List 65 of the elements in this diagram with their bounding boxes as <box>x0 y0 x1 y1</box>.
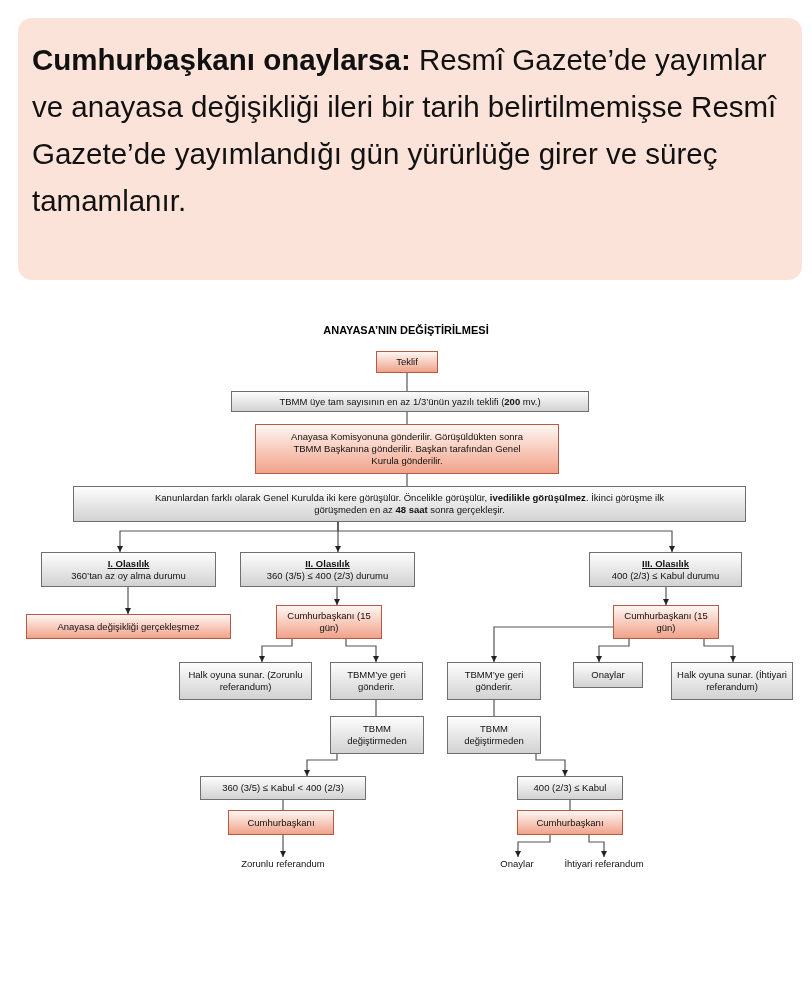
process-box <box>376 351 438 373</box>
box-text: TBMM’ye geri gönderir. <box>346 669 407 693</box>
process-box <box>671 662 793 700</box>
connector-arrow <box>280 834 286 858</box>
box-heading: II. Olasılık <box>305 557 350 570</box>
box-text: Cumhurbaşkanı <box>247 816 315 829</box>
process-box <box>447 716 541 754</box>
end-label: İhtiyari referandum <box>564 858 644 870</box>
connector-arrow <box>588 834 607 858</box>
process-box <box>330 662 423 700</box>
process-box <box>517 776 623 800</box>
connector-arrow <box>535 753 568 777</box>
connector-arrow <box>334 586 340 606</box>
diagram-title: ANAYASA’NIN DEĞİŞTİRİLMESİ <box>322 324 490 336</box>
process-box <box>240 552 415 587</box>
box-text: Cumhurbaşkanı onaylarsa: Resmî Gazete’de yayımlar ve anayasa değişikliği ileri bir tarih belirtilmemişse Resmî Gazete’de yayımlandığı gün yürürlüğe girer ve süreç tamamlanır. <box>32 42 778 219</box>
process-box <box>447 662 541 700</box>
box-heading: III. Olasılık <box>642 557 689 570</box>
box-heading: I. Olasılık <box>107 557 150 570</box>
note-box <box>18 18 802 280</box>
connector-arrow <box>304 753 338 777</box>
box-text: 360 (3/5) ≤ 400 (2/3) durumu <box>266 569 389 582</box>
box-text: Halk oyuna sunar. (İhtiyari referandum) <box>676 669 788 693</box>
box-text: 400 (2/3) ≤ Kabul <box>533 782 607 794</box>
box-text: TBMM değiştirmeden <box>463 723 525 747</box>
connector-arrow <box>491 626 614 663</box>
connector-arrow <box>125 586 131 615</box>
box-text: Teklif <box>396 356 418 368</box>
box-text: Kanunlardan farklı olarak Genel Kurulda iki kere görüşülür. Öncelikle görüşülür, ivedilikle görüşülmez. İkinci görüşme ilk görüşmeden en az 48 saat sonra gerçekleşir. <box>154 492 665 516</box>
box-text: Onaylar <box>591 669 625 681</box>
connector-arrow <box>515 834 551 858</box>
connector-arrow <box>259 638 293 663</box>
box-text: Cumhurbaşkanı (15 gün) <box>623 610 709 634</box>
process-box <box>589 552 742 587</box>
box-text: Halk oyuna sunar. (Zorunlu referandum) <box>187 669 304 693</box>
end-label: Zorunlu referandum <box>241 858 325 870</box>
process-box <box>573 662 643 688</box>
process-box <box>276 605 382 639</box>
process-box <box>73 486 746 522</box>
process-box <box>41 552 216 587</box>
process-box <box>200 776 366 800</box>
process-box <box>231 391 589 412</box>
box-text: 400 (2/3) ≤ Kabul durumu <box>611 569 720 582</box>
box-text: TBMM değiştirmeden <box>346 723 408 747</box>
box-text: Cumhurbaşkanı <box>536 816 604 829</box>
process-box <box>613 605 719 639</box>
process-box <box>255 424 559 474</box>
box-text: TBMM’ye geri gönderir. <box>463 669 525 693</box>
box-text: Cumhurbaşkanı (15 gün) <box>286 610 372 634</box>
connector-arrow <box>663 586 669 606</box>
process-box <box>517 810 623 835</box>
box-text: 360’tan az oy alma durumu <box>71 569 186 582</box>
connector-arrow <box>337 521 675 553</box>
end-label: Onaylar <box>500 858 534 870</box>
box-text: Anayasa değişikliği gerçekleşmez <box>57 620 200 633</box>
connector-arrow <box>345 638 379 663</box>
process-box <box>228 810 334 835</box>
box-text: TBMM üye tam sayısının en az 1/3’ünün yazılı teklifi (200 mv.) <box>279 395 541 408</box>
process-box <box>26 614 231 639</box>
connector-arrow <box>596 638 630 663</box>
connector-arrow <box>703 638 736 663</box>
box-text: Anayasa Komisyonuna gönderilir. Görüşüldükten sonra TBMM Başkanına gönderilir. Başkan tarafından Genel Kurula gönderilir. <box>290 431 524 467</box>
process-box <box>330 716 424 754</box>
box-text: 360 (3/5) ≤ Kabul < 400 (2/3) <box>222 782 344 794</box>
process-box <box>179 662 312 700</box>
